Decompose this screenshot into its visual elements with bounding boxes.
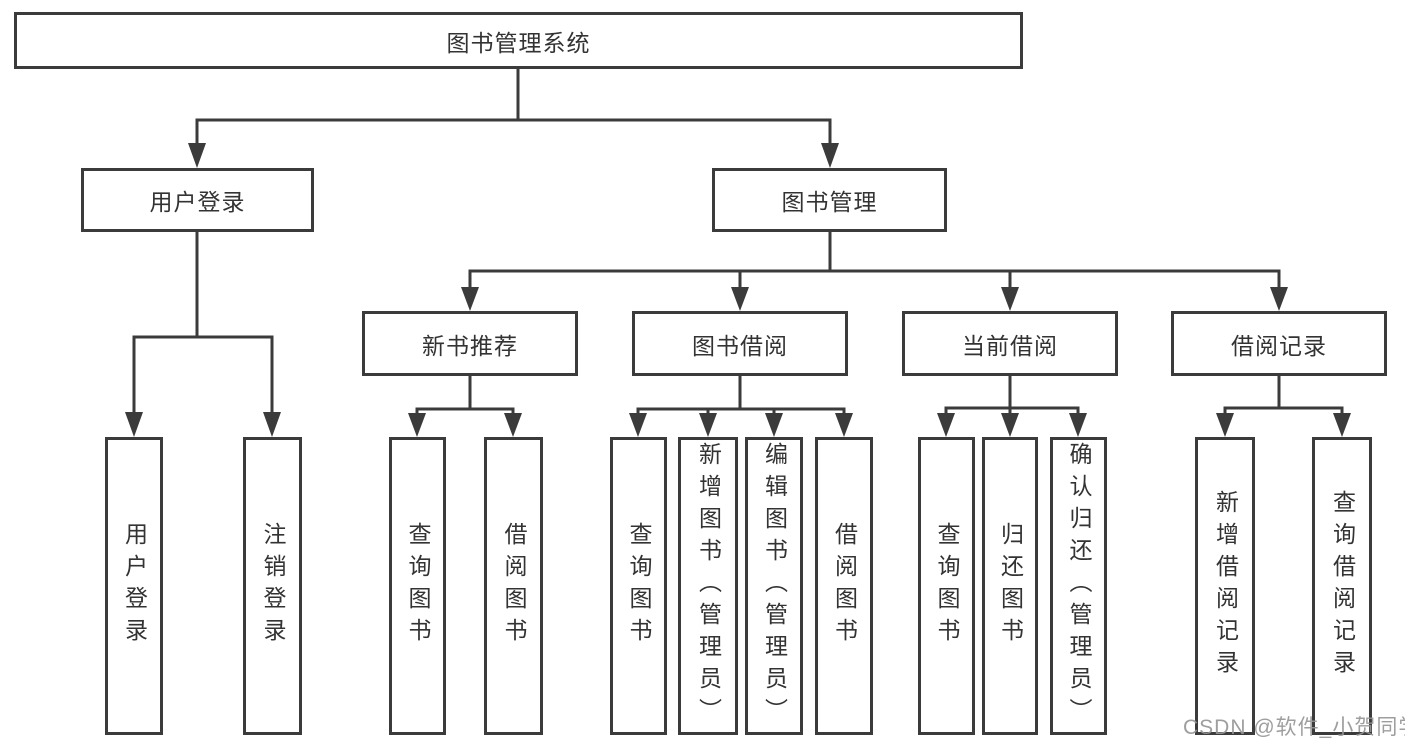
node-book-management: 图书管理: [712, 168, 947, 232]
node-current-borrow: 当前借阅: [902, 311, 1118, 376]
leaf-borrow-book-2: 借阅图书: [815, 437, 873, 735]
node-library-system: 图书管理系统: [14, 12, 1023, 69]
leaf-return-book: 归还图书: [982, 437, 1038, 735]
leaf-query-book-2: 查询图书: [610, 437, 667, 735]
node-user-login: 用户登录: [81, 168, 314, 232]
leaf-add-borrow-record: 新增借阅记录: [1195, 437, 1255, 735]
watermark: CSDN @软件_小贺同学: [1183, 716, 1405, 739]
node-book-borrow: 图书借阅: [632, 311, 848, 376]
node-new-book-recommend: 新书推荐: [362, 311, 578, 376]
leaf-query-book-3: 查询图书: [918, 437, 975, 735]
leaf-edit-book-admin: 编辑图书（管理员）: [745, 437, 803, 735]
leaf-add-book-admin: 新增图书（管理员）: [678, 437, 738, 735]
leaf-borrow-book-1: 借阅图书: [484, 437, 543, 735]
leaf-user-login: 用户登录: [105, 437, 163, 735]
leaf-query-book-1: 查询图书: [389, 437, 446, 735]
node-borrow-record: 借阅记录: [1171, 311, 1387, 376]
leaf-confirm-return-admin: 确认归还（管理员）: [1050, 437, 1107, 735]
leaf-logout: 注销登录: [243, 437, 302, 735]
leaf-query-borrow-record: 查询借阅记录: [1312, 437, 1372, 735]
